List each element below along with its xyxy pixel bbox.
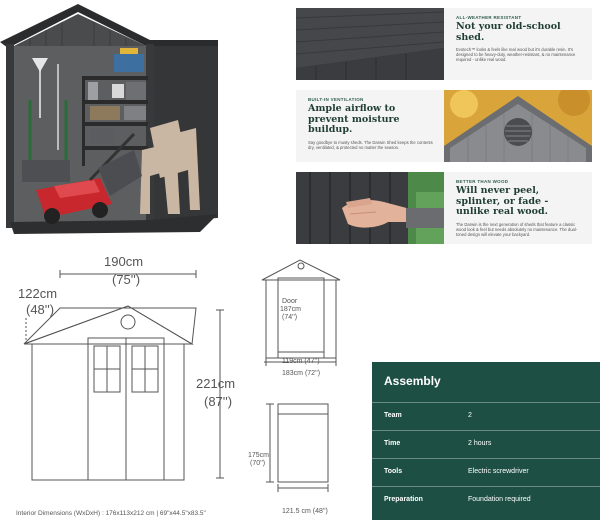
feature-title: Not your old-school shed.	[456, 21, 561, 43]
assembly-value: 2 hours	[468, 440, 492, 447]
height-in: (87'')	[204, 394, 233, 409]
assembly-value: 2	[468, 412, 472, 419]
assembly-row-preparation: Preparation Foundation required	[372, 486, 600, 514]
feature-eyebrow: Better than wood	[456, 179, 509, 184]
height-cm: 221cm	[196, 376, 236, 391]
feature-card-ventilation: Built-in ventilation Ample airflow to pr…	[296, 90, 592, 162]
feature-eyebrow: Built-in ventilation	[308, 97, 364, 102]
feature-body: The Darwin is the next generation of she…	[456, 221, 578, 237]
roof-cm: 122cm	[18, 286, 58, 301]
door-width: 119cm (47'')	[282, 358, 320, 365]
feature-card-weather: All-weather resistant Not your old-schoo…	[296, 8, 592, 80]
assembly-value: Foundation required	[468, 496, 531, 503]
width-in: (75'')	[112, 272, 141, 287]
roof-in: (48'')	[26, 302, 55, 317]
door-cm: 187cm	[280, 306, 302, 313]
feature-card-wood: Better than wood Will never peel, splint…	[296, 172, 592, 244]
vent-image	[444, 90, 592, 162]
assembly-row-team: Team 2	[372, 402, 600, 430]
shed-illustration	[0, 4, 218, 234]
width-cm: 190cm	[104, 254, 144, 269]
interior-dimensions: Interior Dimensions (WxDxH) : 176x113x21…	[16, 510, 206, 517]
assembly-label: Team	[384, 412, 402, 419]
feature-eyebrow: All-weather resistant	[456, 15, 522, 20]
side-depth: 121.5 cm (48'')	[282, 508, 328, 515]
feature-body: Evotech™ looks & feels like real wood bu…	[456, 47, 576, 63]
feature-title: Ample airflow to prevent moisture buildu…	[308, 103, 400, 135]
shed-line-drawing	[23, 259, 341, 492]
feature-title: Will never peel, splinter, or fade - unl…	[456, 185, 549, 217]
side-height-in: (70'')	[250, 460, 266, 467]
door-label: Door	[282, 298, 298, 305]
assembly-panel: Assembly Team 2 Time 2 hours Tools Elect…	[372, 362, 600, 520]
assembly-label: Preparation	[384, 496, 423, 503]
feature-body: Say goodbye to musty sheds. The Darwin S…	[308, 139, 433, 150]
assembly-row-tools: Tools Electric screwdriver	[372, 458, 600, 486]
hand-on-wall-image	[296, 172, 444, 244]
shed-product-photo	[0, 0, 290, 240]
side-height-cm: 175cm	[248, 452, 270, 459]
assembly-row-time: Time 2 hours	[372, 430, 600, 458]
dimension-drawing: 190cm (75'') 122cm (48'') 221cm (87'') D…	[0, 248, 372, 524]
door-in: (74'')	[282, 314, 298, 321]
shed-texture-image	[296, 8, 445, 80]
side-width: 183cm (72'')	[282, 370, 321, 377]
assembly-value: Electric screwdriver	[468, 468, 529, 475]
assembly-label: Time	[384, 440, 401, 447]
assembly-title: Assembly	[384, 374, 441, 388]
assembly-label: Tools	[384, 468, 403, 475]
